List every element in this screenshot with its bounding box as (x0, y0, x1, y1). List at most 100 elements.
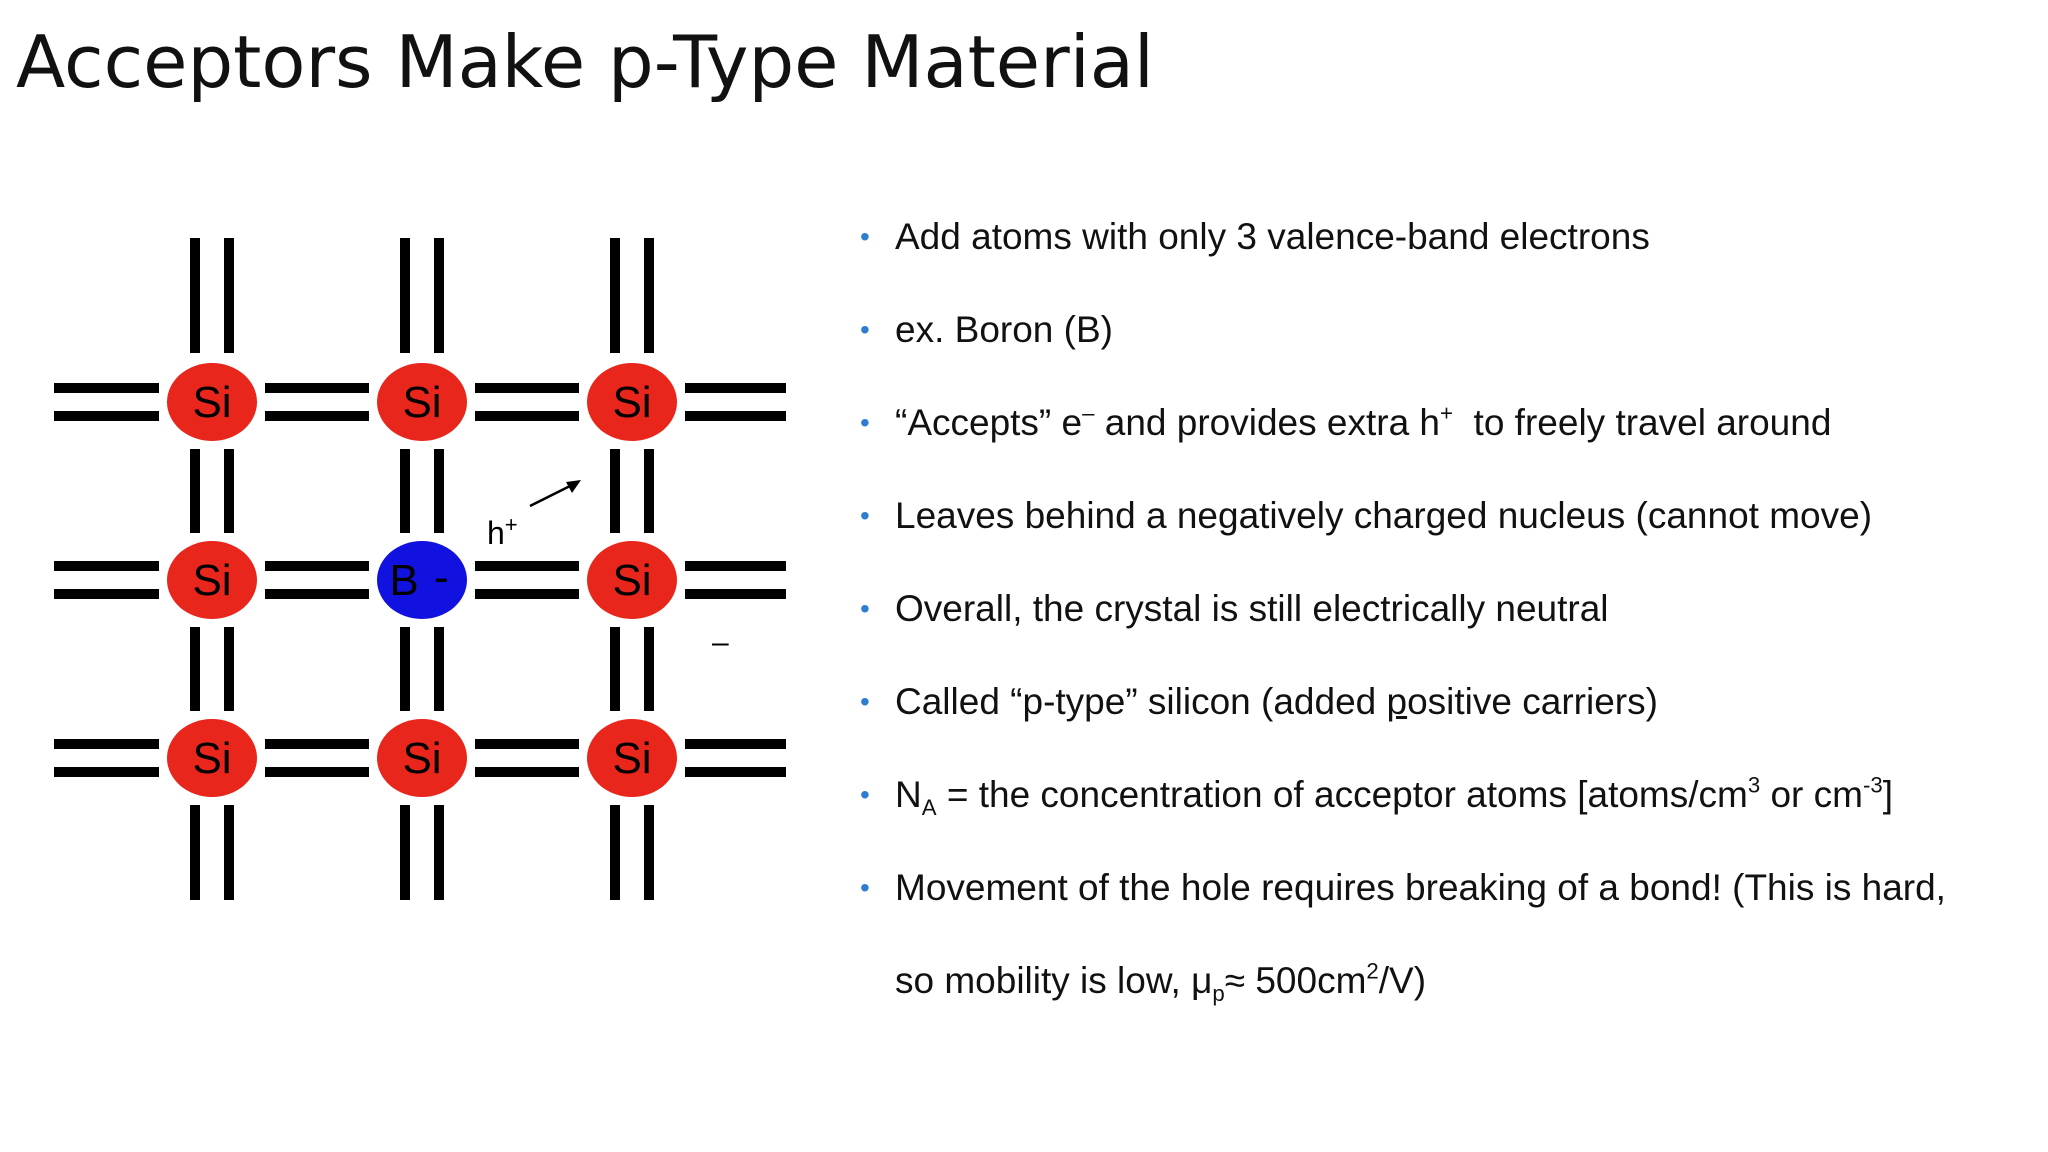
bond-line (644, 805, 654, 900)
bullet-dot: • (860, 314, 870, 345)
silicon-atom: Si (587, 363, 677, 441)
silicon-atom: Si (167, 363, 257, 441)
underlined-letter: p (1386, 681, 1408, 722)
hole-label-plus: + (505, 512, 518, 537)
bond-line (475, 411, 579, 421)
bullet-dot: • (860, 407, 870, 438)
bullet-text: Add atoms with only 3 valence-band elect… (895, 216, 1650, 257)
silicon-label: Si (192, 734, 231, 783)
bond-line (610, 449, 620, 533)
bond-line (685, 383, 786, 393)
bond-line (265, 561, 369, 571)
bond-line (54, 411, 159, 421)
superscript: 2 (1366, 958, 1379, 984)
silicon-atom: Si (167, 719, 257, 797)
bond-line (190, 805, 200, 900)
text-part: /V) (1378, 960, 1427, 1001)
bond-line (400, 805, 410, 900)
covalent-bonds (54, 238, 786, 900)
subscript: p (1212, 980, 1225, 1006)
text-part: or cm (1760, 774, 1863, 815)
bond-line (190, 627, 200, 711)
silicon-label: Si (612, 734, 651, 783)
bullet-text: Leaves behind a negatively charged nucle… (895, 495, 1873, 536)
bond-line (265, 383, 369, 393)
silicon-atom: Si (167, 541, 257, 619)
bullet-item: • Overall, the crystal is still electric… (860, 572, 2010, 665)
bullet-dot: • (860, 686, 870, 717)
bond-line (685, 411, 786, 421)
bullet-dot: • (860, 593, 870, 624)
text-part: ≈ 500cm (1224, 960, 1367, 1001)
text-part: ositive carriers) (1407, 681, 1658, 722)
bullet-dot: • (860, 500, 870, 531)
bond-line (54, 739, 159, 749)
bond-line (400, 238, 410, 353)
text-part: ] (1882, 774, 1893, 815)
silicon-atom: Si (587, 541, 677, 619)
bond-line (610, 627, 620, 711)
bond-line (224, 238, 234, 353)
silicon-atom: Si (377, 363, 467, 441)
bullet-text: NA = the concentration of acceptor atoms… (895, 772, 1893, 818)
silicon-label: Si (402, 378, 441, 427)
bond-line (434, 238, 444, 353)
negative-charge-label: – (712, 626, 729, 659)
bullet-dot: • (860, 872, 870, 903)
silicon-atom: Si (587, 719, 677, 797)
bond-line (434, 805, 444, 900)
bond-line (475, 589, 579, 599)
bullet-item: • “Accepts” e– and provides extra h+ to … (860, 386, 2010, 479)
bond-line (265, 411, 369, 421)
bond-line (265, 739, 369, 749)
text-part: “Accepts” e (895, 402, 1083, 443)
superscript: 3 (1747, 772, 1761, 798)
boron-label: B (389, 556, 418, 605)
hole-label-h: h (487, 515, 505, 551)
boron-atom: B- (377, 541, 467, 619)
bond-line (644, 238, 654, 353)
bond-line (54, 589, 159, 599)
bullet-continuation: so mobility is low, μp≈ 500cm2/V) (860, 944, 2010, 1037)
silicon-label: Si (612, 556, 651, 605)
bullet-text: Overall, the crystal is still electrical… (895, 588, 1609, 629)
bond-line (54, 561, 159, 571)
bond-line (475, 767, 579, 777)
bond-line (400, 627, 410, 711)
bond-line (190, 238, 200, 353)
bond-line (610, 805, 620, 900)
silicon-label: Si (192, 378, 231, 427)
annotations: h+ – (487, 480, 729, 659)
bullet-item: • Movement of the hole requires breaking… (860, 851, 2010, 944)
bullet-item: • ex. Boron (B) (860, 293, 2010, 386)
bullet-text: Called “p-type” silicon (added positive … (895, 681, 1658, 722)
silicon-atom: Si (377, 719, 467, 797)
bullet-dot: • (860, 221, 870, 252)
bond-line (400, 449, 410, 533)
slide-title: Acceptors Make p-Type Material (16, 20, 1154, 104)
bond-line (644, 449, 654, 533)
bond-line (610, 238, 620, 353)
bond-line (685, 589, 786, 599)
subscript: A (921, 794, 937, 820)
text-part: to freely travel around (1452, 402, 1832, 443)
bullet-text: ex. Boron (B) (895, 309, 1113, 350)
bond-line (475, 383, 579, 393)
hole-arrow (529, 482, 575, 508)
bullet-dot: • (860, 779, 870, 810)
bond-line (265, 767, 369, 777)
bullet-text: so mobility is low, μp≈ 500cm2/V) (895, 958, 1427, 1004)
bond-line (54, 383, 159, 393)
bullet-list: • Add atoms with only 3 valence-band ele… (860, 200, 2010, 1037)
bullet-text: Movement of the hole requires breaking o… (895, 867, 1946, 908)
bond-line (475, 739, 579, 749)
hole-label: h+ (487, 512, 518, 551)
bullet-item: • Add atoms with only 3 valence-band ele… (860, 200, 2010, 293)
bond-line (224, 449, 234, 533)
bullet-item: • NA = the concentration of acceptor ato… (860, 758, 2010, 851)
bond-line (434, 449, 444, 533)
silicon-label: Si (612, 378, 651, 427)
bullet-item: • Leaves behind a negatively charged nuc… (860, 479, 2010, 572)
text-part: Called “p-type” silicon (added (895, 681, 1387, 722)
